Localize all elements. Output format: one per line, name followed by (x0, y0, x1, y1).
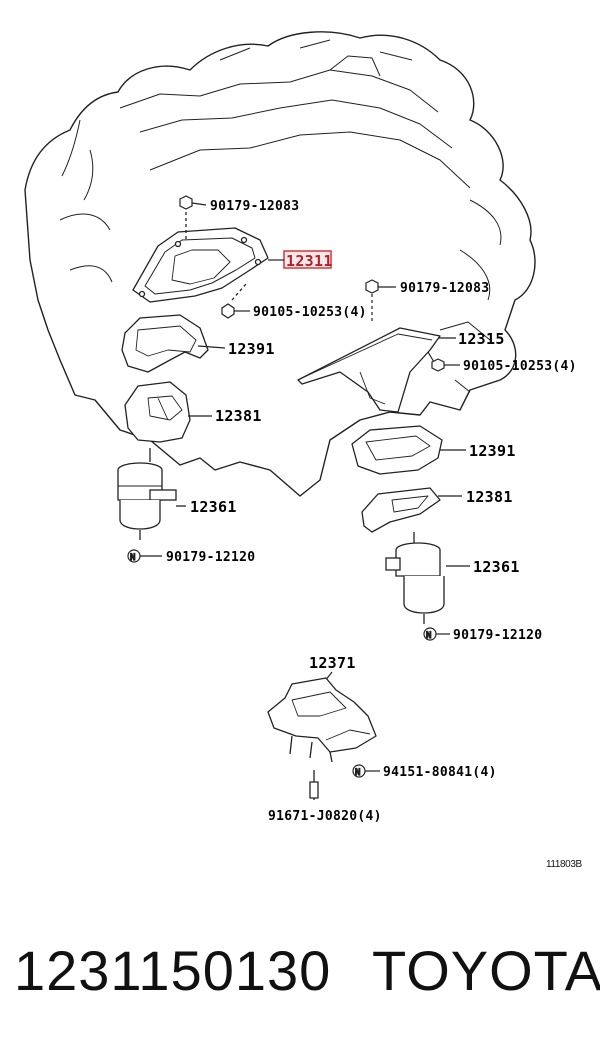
nut-icon-rear: N (352, 764, 380, 779)
label-insulator-right[interactable]: 12391 (469, 442, 516, 460)
label-upper-nut-right[interactable]: 90179-12083 (400, 281, 489, 296)
label-rear-bolt[interactable]: 91671-J0820(4) (268, 809, 382, 824)
label-mount-left[interactable]: 12361 (190, 498, 237, 516)
engine-outline (24, 31, 536, 497)
mount-bracket-part-right (361, 487, 462, 533)
svg-text:N: N (130, 553, 136, 563)
bracket-part-right (297, 327, 456, 413)
label-bracket-mid-right[interactable]: 12381 (466, 488, 513, 506)
label-insulator-left[interactable]: 12391 (228, 340, 275, 358)
svg-text:N: N (355, 768, 361, 778)
bolt-icon-right (427, 351, 460, 372)
engine-mounting-bracket-part (132, 212, 269, 303)
rear-mount-part (267, 677, 377, 800)
label-upper-nut-left[interactable]: 90179-12083 (210, 199, 299, 214)
svg-text:N: N (426, 631, 432, 641)
nut-icon (179, 195, 207, 210)
label-nut-lower-right[interactable]: 90179-12120 (453, 628, 542, 643)
label-rear-mount[interactable]: 12371 (309, 654, 356, 672)
label-bolt-right[interactable]: 90105-10253(4) (463, 359, 577, 374)
label-bracket-mid-left[interactable]: 12381 (215, 407, 262, 425)
label-bracket-left[interactable]: 12311 (286, 252, 333, 270)
brand-name: TOYOTA (372, 939, 600, 1002)
parts-diagram: 90179-12083 12311 90105-10253(4) 12391 1… (24, 31, 577, 824)
label-rear-nut[interactable]: 94151-80841(4) (383, 765, 497, 780)
part-number: 1231150130 (14, 939, 332, 1002)
footer: 1231150130 TOYOTA (0, 938, 600, 1008)
insulator-part-left (121, 314, 226, 373)
label-nut-lower-left[interactable]: 90179-12120 (166, 550, 255, 565)
insulator-part-right (351, 425, 466, 475)
label-bracket-right[interactable]: 12315 (458, 330, 505, 348)
nut-icon-lower-left: N (127, 549, 162, 564)
label-bolt-left[interactable]: 90105-10253(4) (253, 305, 367, 320)
nut-icon-right (365, 279, 396, 322)
nut-icon-lower-right: N (423, 627, 450, 642)
label-mount-right[interactable]: 12361 (473, 558, 520, 576)
diagram-reference-code: 111803B (546, 859, 582, 870)
highlight-box (284, 251, 331, 268)
bolt-icon (221, 303, 250, 319)
mount-bracket-part-left (124, 381, 212, 443)
engine-mount-part-left (117, 448, 186, 540)
engine-mount-part-right (385, 532, 470, 624)
